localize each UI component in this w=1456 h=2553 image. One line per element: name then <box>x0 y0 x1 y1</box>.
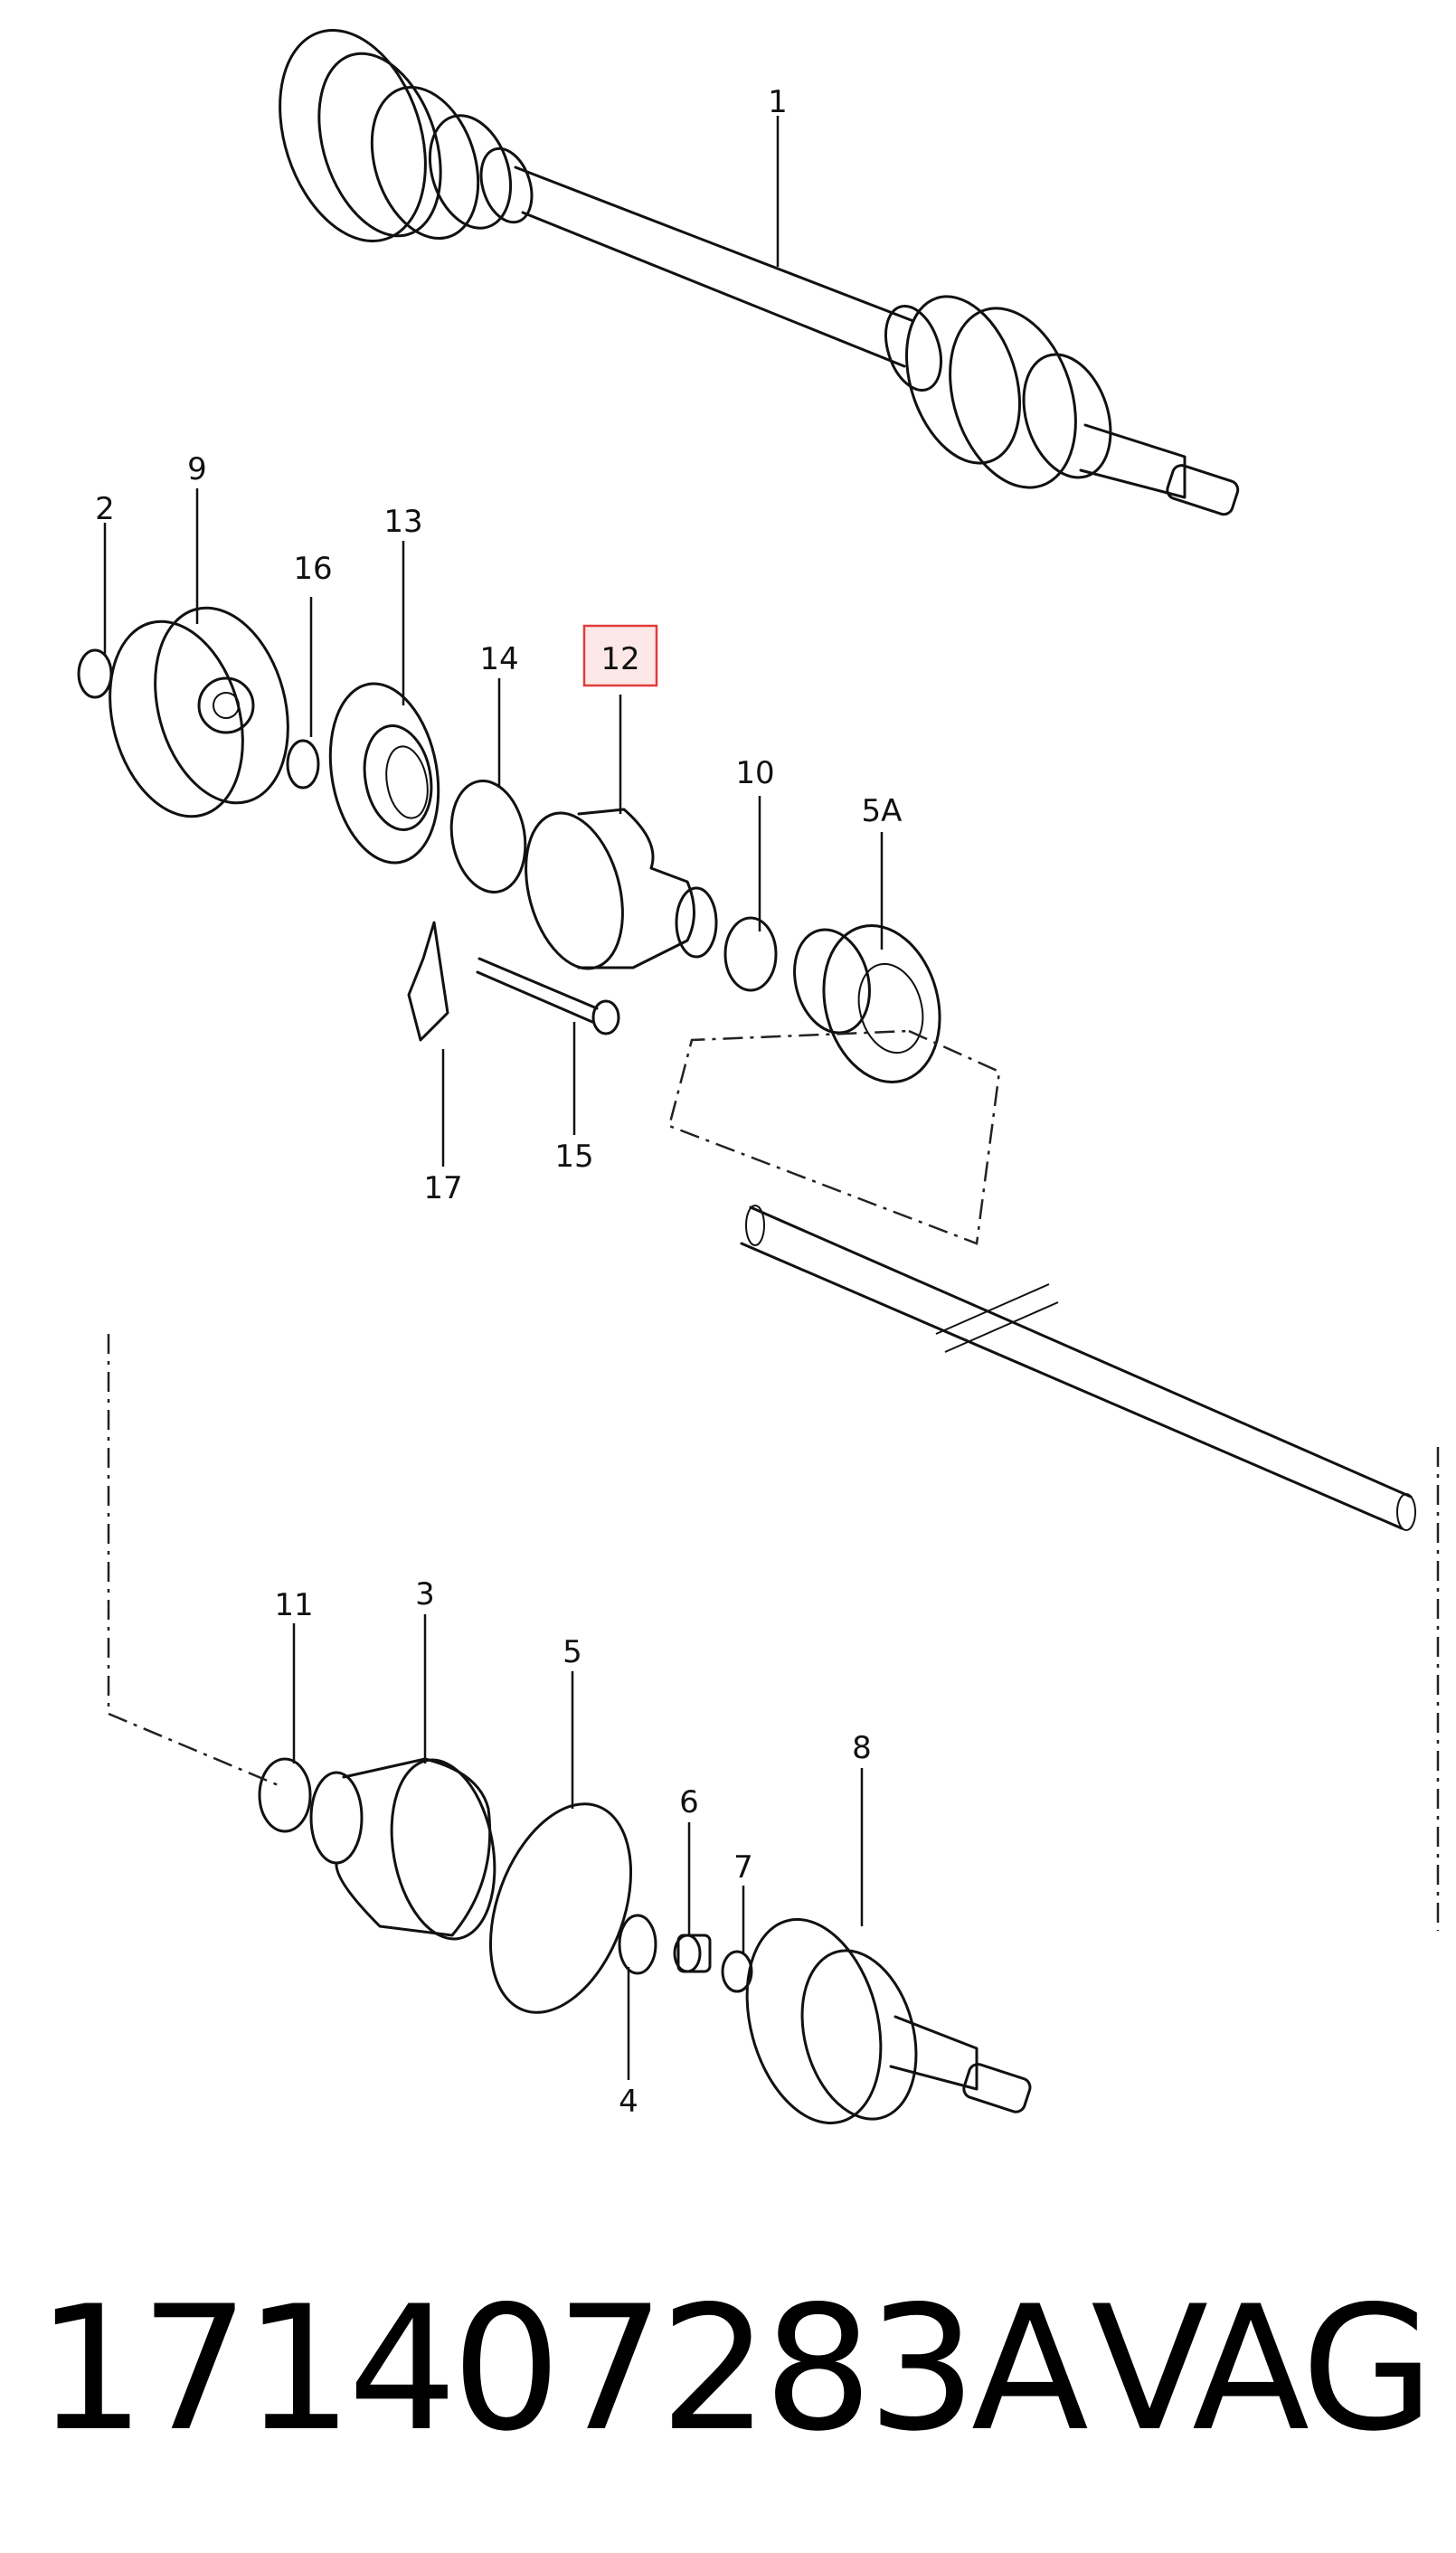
label-16: 16 <box>293 551 332 587</box>
part-9-housing <box>109 606 289 818</box>
label-3: 3 <box>415 1576 435 1612</box>
label-17: 17 <box>423 1170 462 1206</box>
part-11-clamp <box>258 1757 312 1833</box>
part-16-circlip <box>286 739 320 790</box>
assembly-frame-upper <box>667 1029 1001 1245</box>
label-13: 13 <box>383 504 422 540</box>
label-5: 5 <box>563 1634 582 1670</box>
bare-shaft <box>740 1205 1416 1531</box>
label-4: 4 <box>619 2084 638 2120</box>
part-15-bolt <box>476 957 620 1035</box>
label-9: 9 <box>187 451 207 487</box>
highlight-box <box>582 624 658 687</box>
label-12: 12 <box>600 641 639 677</box>
part-14-clamp <box>449 780 527 894</box>
part-13-cover <box>328 682 440 865</box>
part-2-circlip <box>77 648 113 699</box>
brand-name: VAG <box>1091 2269 1434 2469</box>
label-8: 8 <box>852 1730 872 1766</box>
part-number: 171407283A <box>36 2269 1089 2469</box>
part-8-outer-joint <box>745 1917 1032 2125</box>
label-14: 14 <box>479 641 518 677</box>
label-7: 7 <box>733 1849 753 1886</box>
part-5A-joint <box>793 923 941 1084</box>
part-7-circlip <box>721 1950 753 1993</box>
part-4-dished-washer <box>618 1914 657 1975</box>
caption: 171407283A VAG <box>36 2269 1434 2469</box>
part-6-spacer <box>673 1934 712 1973</box>
label-15: 15 <box>554 1139 593 1175</box>
leader-lines <box>103 116 884 2080</box>
part-10-clamp <box>723 916 778 992</box>
part-12-boot <box>525 808 718 970</box>
part-labels: 1 2 9 16 13 14 12 10 5A 17 15 11 3 5 4 6… <box>95 84 902 2120</box>
part-5-clamp <box>488 1802 633 2014</box>
label-2: 2 <box>95 491 115 527</box>
label-10: 10 <box>735 755 774 791</box>
label-6: 6 <box>679 1784 699 1820</box>
part-3-boot <box>309 1757 496 1941</box>
part-17-lock-plate <box>407 921 449 1042</box>
label-11: 11 <box>274 1587 313 1623</box>
assembly-frame-lower <box>107 1334 281 1788</box>
label-1: 1 <box>768 84 788 120</box>
label-5A: 5A <box>862 793 903 829</box>
drive-shaft-assembly <box>279 29 1240 516</box>
